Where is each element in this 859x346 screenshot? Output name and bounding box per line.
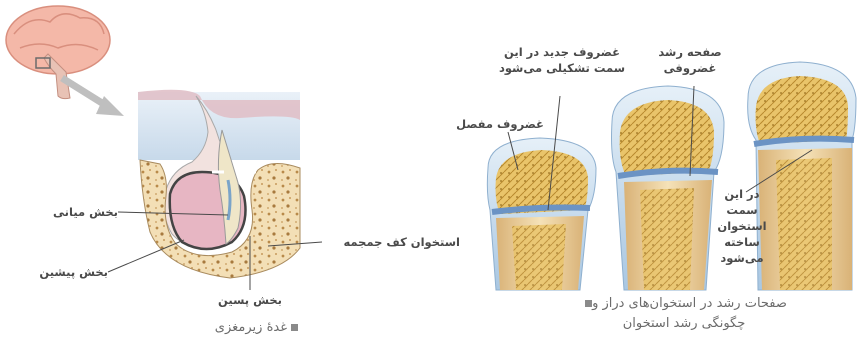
arrow-icon [62,78,124,116]
pituitary-caption: غدهٔ زیرمغزی [188,318,298,338]
bone-caption-line1-text: صفحات رشد در استخوان‌های دراز و [592,296,787,311]
label-bone-formed: در این سمت استخوان ساخته می‌شود [708,186,776,266]
caption-bullet [585,300,592,307]
brain-icon [6,6,110,99]
bone-small [487,138,596,290]
pituitary-diagram [138,90,300,278]
label-middle-part: بخش میانی [32,204,118,220]
label-anterior-part: بخش پیشین [24,264,108,280]
label-new-cartilage: غضروف جدید در این سمت تشکیلی می‌شود [494,44,630,76]
label-skull-base-bone: استخوان کف جمجمه [320,234,460,250]
label-posterior-part: بخش پسین [210,292,290,308]
label-articular-cartilage: غضروف مفصل [452,116,548,132]
bone-caption: صفحات رشد در استخوان‌های دراز و چگونگی ر… [548,294,820,334]
pituitary-caption-text: غدهٔ زیرمغزی [215,320,287,335]
label-growth-plate: صفحه رشد غضروفی [640,44,740,76]
caption-bullet [291,324,298,331]
bone-caption-line2: چگونگی رشد استخوان [548,314,820,334]
bone-caption-line1: صفحات رشد در استخوان‌های دراز و [548,294,820,314]
